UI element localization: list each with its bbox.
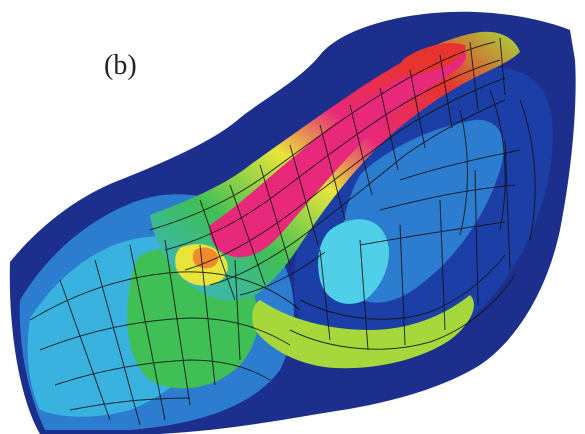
panel-label: (b) xyxy=(104,50,137,81)
inner-cyan-patch xyxy=(318,219,389,304)
high-value-core xyxy=(209,52,466,258)
mesh-grid-lines xyxy=(29,37,536,426)
red-hotspot xyxy=(399,43,466,75)
orange-patch xyxy=(192,247,219,269)
lower-green-ribbon xyxy=(252,295,474,369)
